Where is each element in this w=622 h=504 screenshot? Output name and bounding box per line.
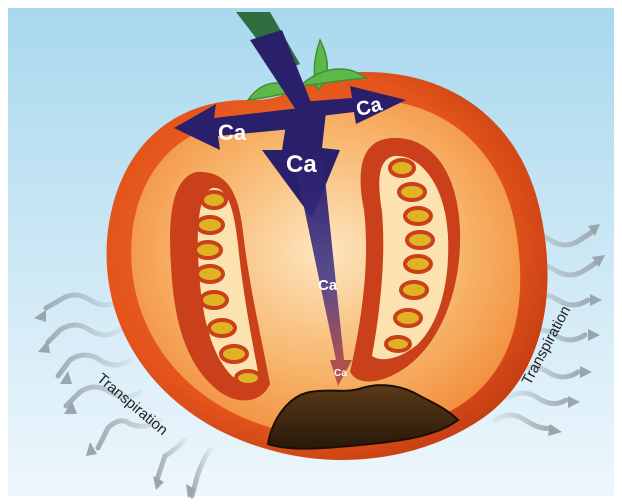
- ca-label-center: Ca: [286, 151, 317, 178]
- ca-label-left: Ca: [218, 120, 247, 145]
- ca-label-small: Ca: [334, 368, 347, 379]
- ca-label-mid: Ca: [318, 277, 338, 294]
